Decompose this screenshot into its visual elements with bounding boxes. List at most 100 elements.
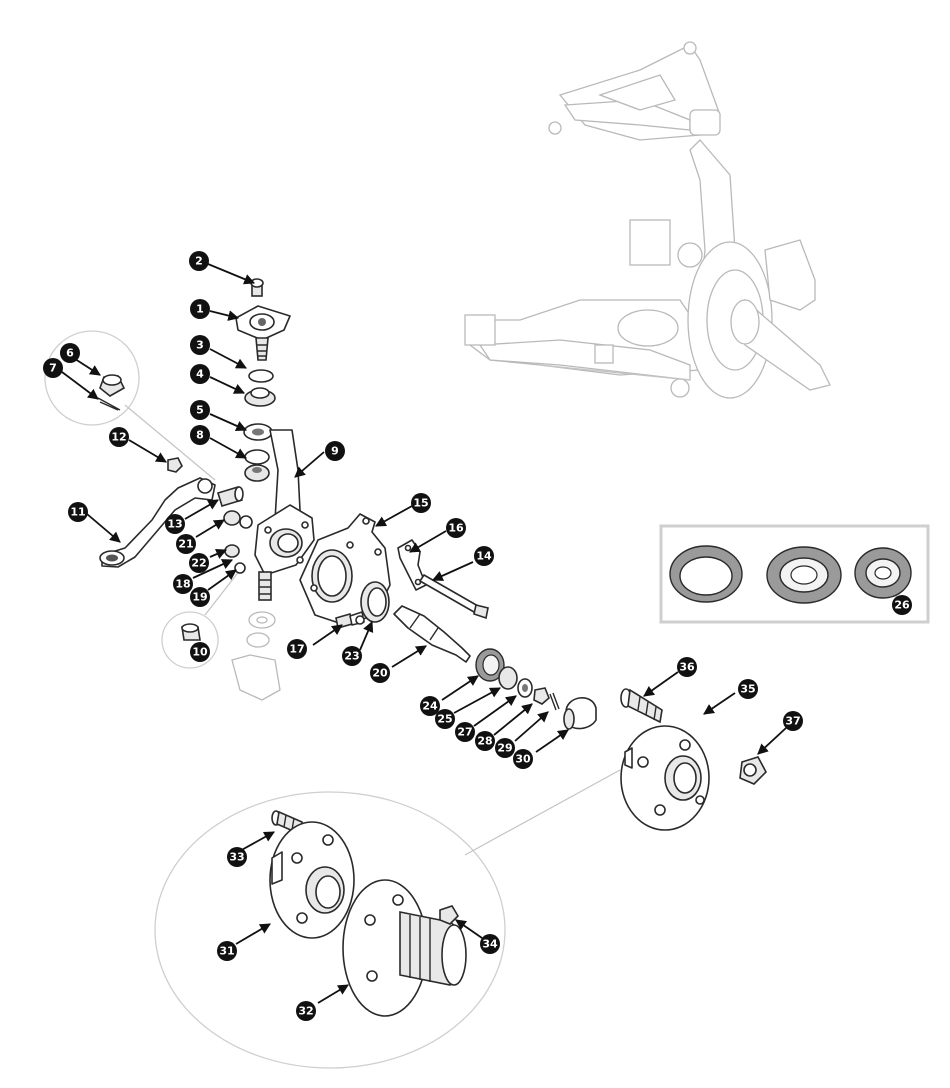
svg-text:29: 29 — [497, 742, 512, 755]
part-31-hub-flange — [269, 821, 355, 939]
callout-8: 8 — [190, 425, 210, 445]
svg-text:23: 23 — [344, 650, 359, 663]
callout-2: 2 — [189, 251, 209, 271]
callout-24: 24 — [420, 696, 440, 716]
leader-arrows — [61, 263, 787, 1004]
svg-text:22: 22 — [191, 557, 206, 570]
callout-18: 18 — [173, 574, 193, 594]
callout-17: 17 — [287, 639, 307, 659]
callout-34: 34 — [480, 934, 500, 954]
svg-text:11: 11 — [70, 506, 85, 519]
svg-text:20: 20 — [372, 667, 388, 680]
part-23-oil-seal — [360, 581, 390, 623]
svg-text:16: 16 — [448, 522, 464, 535]
callout-5: 5 — [190, 400, 210, 420]
part-35-hub — [620, 725, 710, 831]
callout-4: 4 — [190, 364, 210, 384]
callout-37: 37 — [783, 711, 803, 731]
svg-text:28: 28 — [477, 735, 492, 748]
svg-text:27: 27 — [457, 726, 472, 739]
svg-text:6: 6 — [66, 347, 74, 360]
part-12-nut — [167, 457, 183, 473]
svg-text:24: 24 — [422, 700, 438, 713]
callout-14: 14 — [474, 546, 494, 566]
svg-text:18: 18 — [175, 578, 190, 591]
callout-21: 21 — [176, 534, 196, 554]
callout-19: 19 — [190, 587, 210, 607]
callout-12: 12 — [109, 427, 129, 447]
part-21-nut — [223, 510, 253, 529]
callout-31: 31 — [217, 941, 237, 961]
part-10-grease-nipple — [181, 623, 201, 641]
part-20-spindle — [393, 605, 471, 663]
svg-text:32: 32 — [298, 1005, 313, 1018]
part-27-thrust-washer — [517, 678, 533, 698]
callout-11: 11 — [68, 502, 88, 522]
callout-35: 35 — [738, 679, 758, 699]
callout-15: 15 — [411, 493, 431, 513]
svg-text:4: 4 — [196, 368, 204, 381]
callout-29: 29 — [495, 738, 515, 758]
svg-text:2: 2 — [195, 255, 203, 268]
part-25-bearing-small — [498, 666, 518, 690]
callout-9: 9 — [325, 441, 345, 461]
callout-13: 13 — [165, 514, 185, 534]
svg-text:10: 10 — [192, 646, 208, 659]
svg-text:8: 8 — [196, 429, 204, 442]
callout-33: 33 — [227, 847, 247, 867]
part-30-hub-cap — [563, 697, 597, 730]
callout-30: 30 — [513, 749, 533, 769]
part-5-8-bushes — [243, 423, 273, 482]
ghost-suspension-assembly — [464, 41, 831, 399]
callout-27: 27 — [455, 722, 475, 742]
svg-text:35: 35 — [740, 683, 755, 696]
callout-36: 36 — [677, 657, 697, 677]
svg-text:17: 17 — [289, 643, 304, 656]
part-24-bearing — [475, 648, 505, 682]
svg-text:9: 9 — [331, 445, 339, 458]
callout-22: 22 — [189, 553, 209, 573]
callout-7: 7 — [43, 358, 63, 378]
part-37-wheel-nut — [739, 756, 767, 785]
part-32-hub-drum — [342, 879, 467, 1017]
part-1-ball-joint — [235, 305, 291, 361]
part-34-nut — [439, 905, 460, 925]
callout-28: 28 — [475, 731, 495, 751]
part-22-nut — [224, 544, 240, 558]
callout-25: 25 — [435, 709, 455, 729]
callout-23: 23 — [342, 646, 362, 666]
callout-32: 32 — [296, 1001, 316, 1021]
svg-text:14: 14 — [476, 550, 492, 563]
svg-text:1: 1 — [196, 303, 204, 316]
svg-text:19: 19 — [192, 591, 207, 604]
part-13-spacer — [216, 486, 244, 507]
callout-10: 10 — [190, 642, 210, 662]
svg-text:37: 37 — [785, 715, 800, 728]
callout-3: 3 — [190, 335, 210, 355]
svg-text:21: 21 — [178, 538, 193, 551]
part-14-long-bolt — [419, 574, 489, 620]
callout-20: 20 — [370, 663, 390, 683]
svg-text:5: 5 — [196, 404, 204, 417]
svg-text:30: 30 — [515, 753, 531, 766]
callout-1: 1 — [190, 299, 210, 319]
ghost-lower-part — [231, 611, 281, 701]
svg-text:12: 12 — [111, 431, 126, 444]
svg-text:31: 31 — [219, 945, 234, 958]
part-36-wheel-stud — [620, 688, 663, 724]
part-4-dust-cover — [244, 387, 276, 407]
svg-text:7: 7 — [49, 362, 57, 375]
callout-16: 16 — [446, 518, 466, 538]
svg-text:3: 3 — [196, 339, 204, 352]
part-9-stub-axle — [254, 429, 315, 601]
callout-26: 26 — [892, 595, 912, 615]
svg-text:36: 36 — [679, 661, 695, 674]
part-11-steering-arm — [99, 477, 216, 568]
svg-text:33: 33 — [229, 851, 244, 864]
svg-text:25: 25 — [437, 713, 452, 726]
part-18-washer — [234, 562, 246, 574]
svg-text:13: 13 — [167, 518, 182, 531]
part-6-castle-nut — [99, 374, 126, 397]
svg-text:26: 26 — [894, 599, 910, 612]
